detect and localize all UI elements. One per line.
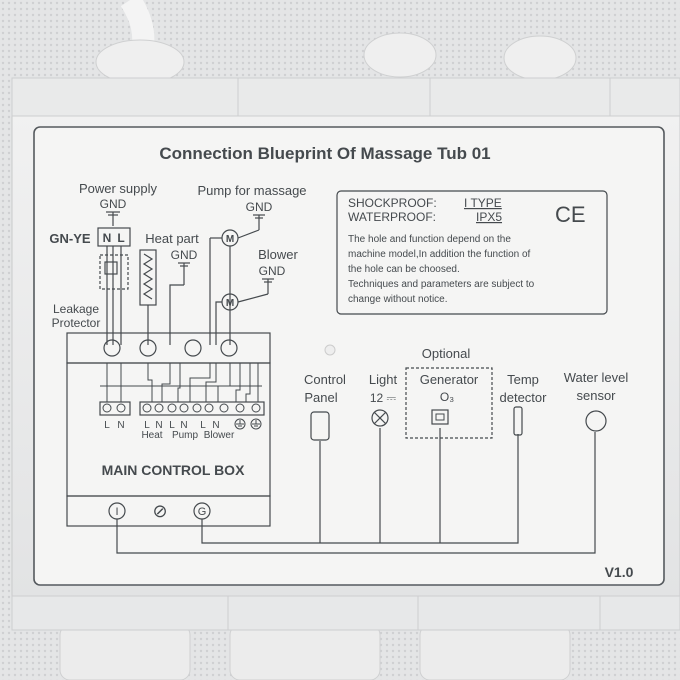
power-n-label: N: [103, 231, 112, 245]
pump-motor-letter: M: [226, 234, 234, 245]
label-sticker: [33, 126, 665, 586]
spec-note-1: The hole and function depend on the: [348, 234, 511, 245]
group-pump-label: Pump: [172, 430, 199, 441]
power-supply-gnd: GND: [100, 197, 127, 211]
terminal-n-blower: N: [212, 420, 219, 431]
generator-optional-label: Optional: [422, 346, 471, 361]
terminal-l-power: L: [104, 420, 110, 431]
water-label-1: Water level: [564, 370, 629, 385]
spec-note-3: the hole can be choosed.: [348, 264, 460, 275]
version-label: V1.0: [605, 564, 634, 580]
main-control-box-label: MAIN CONTROL BOX: [102, 462, 246, 478]
control-panel-label-2: Panel: [304, 390, 337, 405]
water-label-2: sensor: [576, 388, 616, 403]
gnye-label: GN-YE: [49, 231, 91, 246]
group-blower-label: Blower: [204, 430, 235, 441]
optional-generator-box: [405, 367, 493, 439]
pump-wires: [209, 214, 265, 345]
waterproof-value: IPX5: [476, 210, 502, 224]
group-heat-label: Heat: [141, 430, 162, 441]
leakage-label-2: Protector: [52, 316, 101, 330]
peripheral-bus-wires: [116, 428, 596, 554]
power-terminal-block: [97, 227, 131, 247]
leakage-label-1: Leakage: [53, 302, 99, 316]
power-ground-icon: [106, 211, 120, 226]
terminal-l-pump: L: [169, 420, 175, 431]
power-supply-label: Power supply: [79, 181, 158, 196]
blower-motor-letter: M: [226, 298, 234, 309]
water-sensor-icon: [585, 410, 607, 432]
temp-label-1: Temp: [507, 372, 539, 387]
spec-note-5: change without notice.: [348, 294, 448, 305]
waterproof-label: WATERPROOF:: [348, 210, 436, 224]
terminal-row: [99, 401, 265, 416]
generator-label-2: O₃: [440, 390, 454, 404]
power-wires: [99, 246, 129, 345]
diagram-title: Connection Blueprint Of Massage Tub 01: [159, 144, 490, 163]
shockproof-label: SHOCKPROOF:: [348, 196, 437, 210]
blower-gnd: GND: [259, 264, 286, 278]
top-rim: [11, 77, 680, 117]
control-panel-icon: [310, 411, 330, 441]
control-panel-label-1: Control: [304, 372, 346, 387]
bottom-port-g: G: [198, 506, 207, 518]
bottom-cable-glands: [59, 624, 571, 680]
internal-wiring: [100, 363, 262, 402]
status-led-icon: [324, 344, 336, 356]
blower-wires: [215, 278, 274, 345]
heat-part-gnd: GND: [171, 248, 198, 262]
ce-mark: CE: [555, 202, 586, 227]
terminal-l-blower: L: [200, 420, 206, 431]
ozone-generator-icon: [431, 409, 449, 425]
bottom-port-i: I: [115, 506, 118, 518]
pump-gnd: GND: [246, 200, 273, 214]
terminal-n-pump: N: [180, 420, 187, 431]
pump-label: Pump for massage: [197, 183, 306, 198]
temp-sensor-icon: [513, 406, 523, 436]
lamp-icon: [371, 409, 389, 427]
power-l-label: L: [117, 231, 124, 245]
bottom-rim: [11, 595, 680, 631]
generator-label-1: Generator: [420, 372, 479, 387]
terminal-ground-icons: [234, 418, 262, 430]
spec-box: [336, 190, 608, 315]
top-cable-glands: [95, 0, 577, 85]
light-label-2: 12 ⎓: [370, 391, 397, 405]
light-label-1: Light: [369, 372, 398, 387]
terminal-n-power: N: [117, 420, 124, 431]
spec-note-4: Techniques and parameters are subject to: [348, 279, 535, 290]
blower-label: Blower: [258, 247, 298, 262]
temp-label-2: detector: [500, 390, 548, 405]
terminal-n-heat: N: [155, 420, 162, 431]
shockproof-value: I TYPE: [464, 196, 502, 210]
main-control-box: [66, 332, 271, 527]
bottom-port-blank: ⊘: [152, 501, 167, 521]
terminal-l-heat: L: [144, 420, 150, 431]
heat-part-label: Heat part: [145, 231, 199, 246]
heater-coil-icon: [139, 249, 190, 345]
spec-note-2: machine model,In addition the function o…: [348, 249, 531, 260]
